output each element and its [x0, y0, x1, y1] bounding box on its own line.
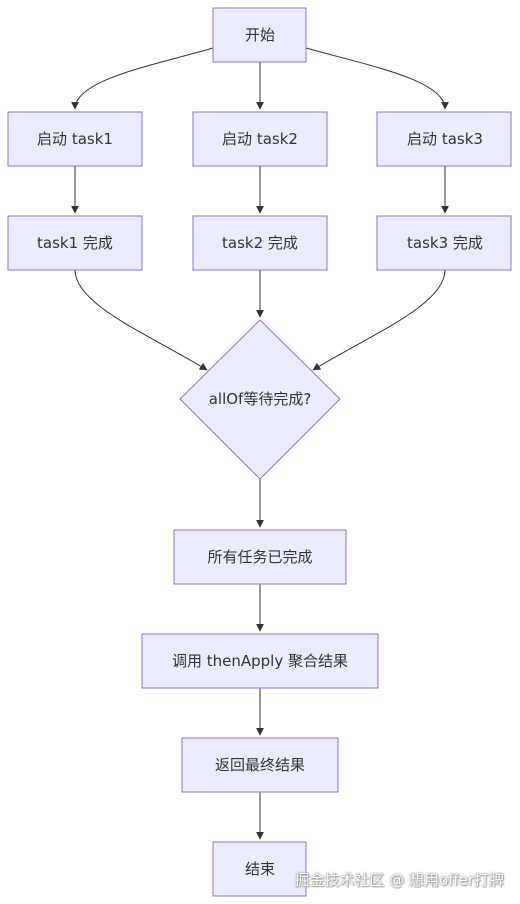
node-launch-task1: 启动 task1: [7, 111, 143, 167]
node-return-result-label: 返回最终结果: [215, 756, 305, 774]
edges: [71, 47, 449, 840]
node-launch-task1-label: 启动 task1: [37, 130, 113, 148]
node-decision-label: allOf等待完成?: [209, 390, 312, 408]
node-done-task2: task2 完成: [192, 215, 328, 271]
node-then-apply-label: 调用 thenApply 聚合结果: [172, 652, 348, 670]
node-end-label: 结束: [245, 860, 275, 878]
node-launch-task3-label: 启动 task3: [407, 130, 483, 148]
node-done-task1: task1 完成: [7, 215, 143, 271]
watermark: 掘金技术社区 @ 想用offer打牌: [294, 871, 504, 889]
node-start-label: 开始: [245, 26, 275, 44]
edge-start-to-task3: [305, 47, 449, 110]
node-done-task3: task3 完成: [376, 215, 512, 271]
edge-done3-to-decision: [312, 269, 446, 371]
node-done-task1-label: task1 完成: [37, 234, 113, 252]
edge-start-to-task1: [71, 47, 214, 110]
node-done-task3-label: task3 完成: [407, 234, 483, 252]
node-done-task2-label: task2 完成: [222, 234, 298, 252]
node-launch-task3: 启动 task3: [376, 111, 512, 167]
node-then-apply: 调用 thenApply 聚合结果: [141, 633, 379, 689]
node-all-done-label: 所有任务已完成: [207, 548, 312, 566]
node-launch-task2-label: 启动 task2: [222, 130, 298, 148]
node-decision: allOf等待完成?: [179, 319, 341, 480]
node-launch-task2: 启动 task2: [192, 111, 328, 167]
node-end: 结束: [212, 841, 307, 897]
node-start: 开始: [212, 7, 307, 63]
edge-done1-to-decision: [74, 269, 208, 371]
node-all-done: 所有任务已完成: [173, 529, 347, 585]
node-return-result: 返回最终结果: [181, 737, 339, 793]
